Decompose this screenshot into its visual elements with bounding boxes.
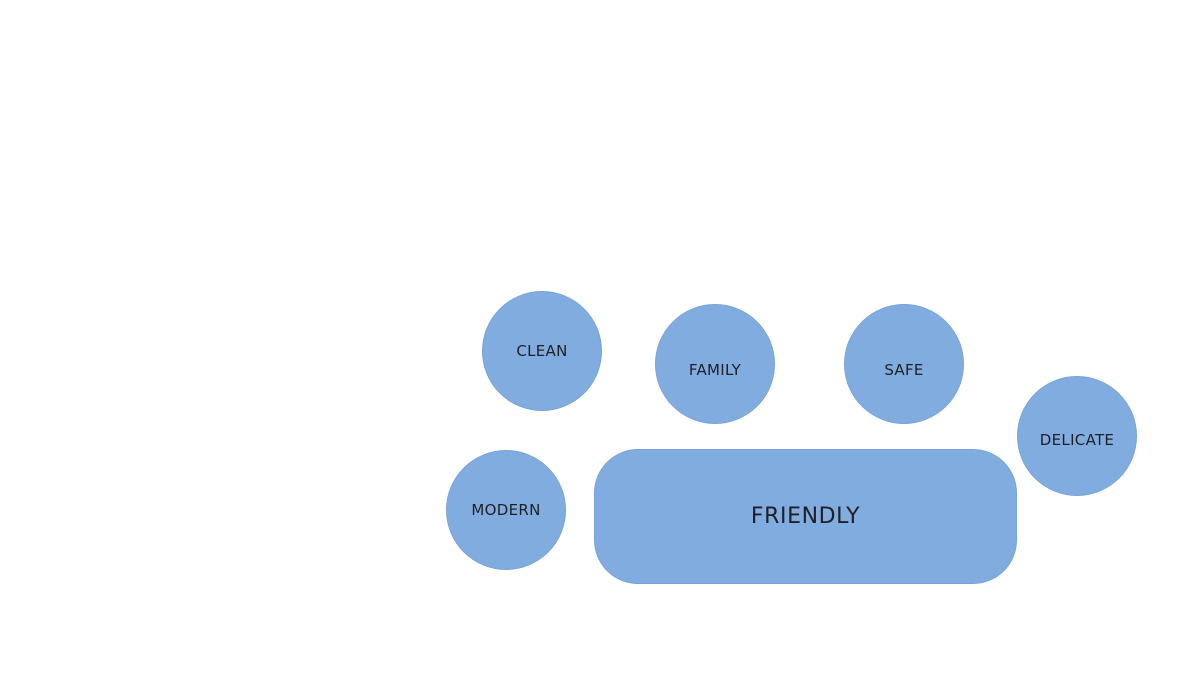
- keyword-label-modern: MODERN: [471, 501, 541, 519]
- keyword-label-clean: CLEAN: [516, 342, 568, 360]
- keyword-bubble-clean: CLEAN: [482, 291, 602, 411]
- keyword-label-family: FAMILY: [688, 361, 742, 379]
- keyword-label-delicate: DELICATE: [1039, 431, 1115, 449]
- keyword-bubble-delicate: DELICATE: [1017, 376, 1137, 496]
- keyword-label-friendly: FRIENDLY: [750, 504, 861, 529]
- keyword-bubble-modern: MODERN: [446, 450, 566, 570]
- keyword-bubble-safe: SAFE: [844, 304, 964, 424]
- keyword-bubble-family: FAMILY: [655, 304, 775, 424]
- keyword-label-safe: SAFE: [884, 361, 924, 379]
- keyword-pill-friendly: FRIENDLY: [594, 449, 1017, 584]
